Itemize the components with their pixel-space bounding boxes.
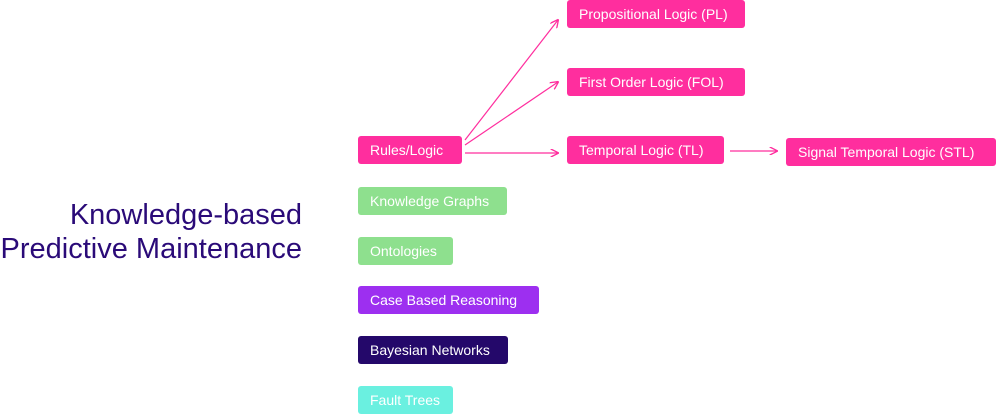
node-case-based-reasoning: Case Based Reasoning [358, 286, 539, 314]
diagram-title: Knowledge-based Predictive Maintenance [0, 198, 302, 266]
title-line-2: Predictive Maintenance [0, 233, 302, 265]
node-fault-trees: Fault Trees [358, 386, 453, 414]
node-knowledge-graphs: Knowledge Graphs [358, 187, 507, 215]
node-first-order-logic: First Order Logic (FOL) [567, 68, 745, 96]
title-line-1: Knowledge-based [69, 199, 302, 231]
node-signal-temporal-logic: Signal Temporal Logic (STL) [786, 138, 996, 166]
node-bayesian-networks: Bayesian Networks [358, 336, 508, 364]
arrow-rules-to-pl [464, 20, 558, 141]
node-propositional-logic: Propositional Logic (PL) [567, 0, 745, 28]
arrow-rules-to-fol [464, 82, 558, 146]
node-ontologies: Ontologies [358, 237, 453, 265]
node-temporal-logic: Temporal Logic (TL) [567, 136, 724, 164]
node-rules-logic: Rules/Logic [358, 136, 462, 164]
